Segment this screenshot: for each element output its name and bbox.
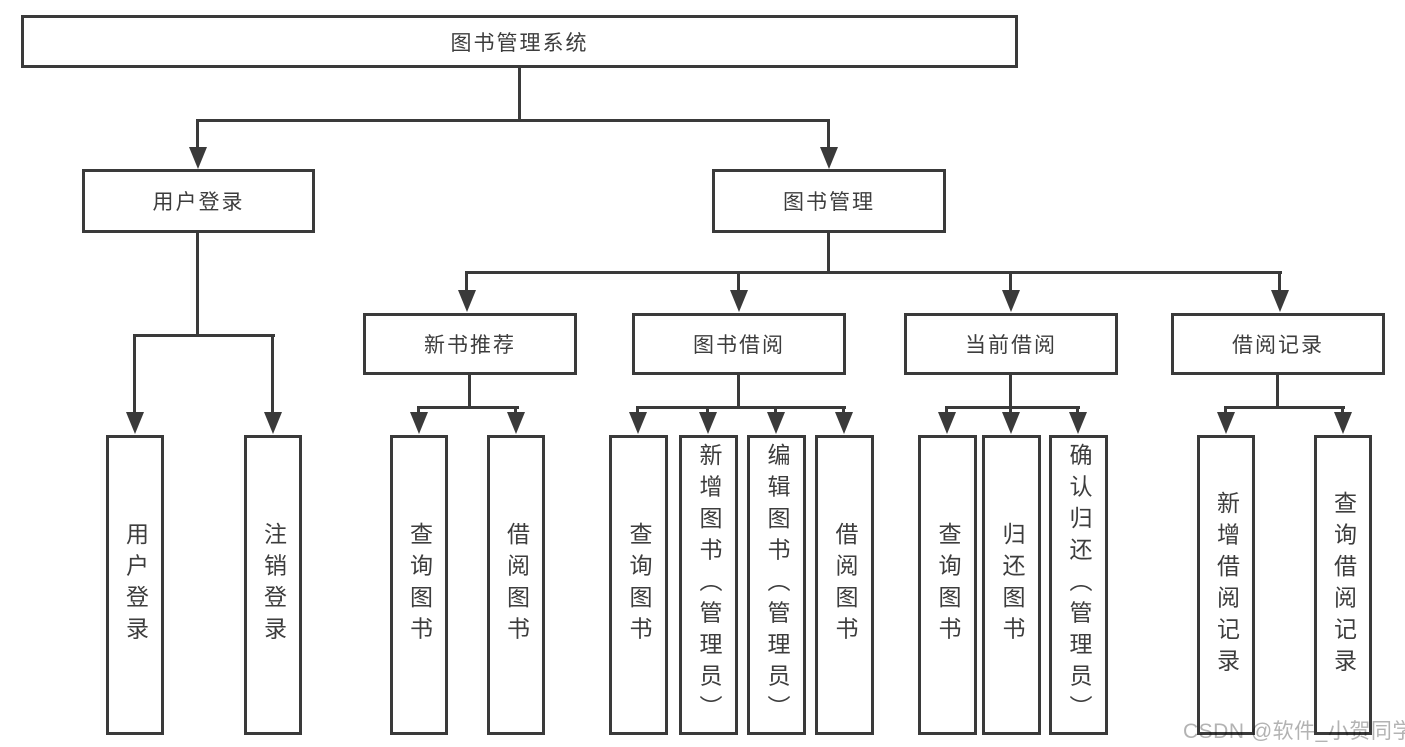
arrowhead-down-icon [1002, 412, 1020, 434]
leaf-label: 编辑图书（管理员） [764, 443, 790, 727]
node-label: 图书管理系统 [450, 31, 589, 55]
connector-line [1276, 375, 1279, 409]
node-user-login: 用户登录 [82, 169, 315, 233]
node-label: 借阅记录 [1232, 334, 1324, 357]
connector-line [945, 406, 1080, 409]
connector-line [514, 408, 517, 415]
arrowhead-down-icon [1334, 412, 1352, 434]
leaf-label: 归还图书 [999, 522, 1025, 648]
arrowhead-down-icon [189, 147, 207, 169]
arrowhead-down-icon [1271, 290, 1289, 312]
csdn-watermark: CSDN @软件_小贺同学 [1183, 720, 1405, 743]
connector-line [196, 119, 830, 122]
connector-line [417, 406, 519, 409]
node-current-borrow: 当前借阅 [904, 313, 1118, 375]
leaf-label: 借阅图书 [832, 522, 858, 648]
leaf-query-borrow-record: 查询借阅记录 [1314, 435, 1372, 735]
leaf-confirm-return-admin: 确认归还（管理员） [1049, 435, 1108, 735]
leaf-user-login: 用户登录 [106, 435, 164, 735]
connector-line [945, 408, 948, 415]
connector-line [196, 121, 199, 149]
leaf-label: 查询图书 [406, 522, 433, 648]
node-label: 图书借阅 [693, 334, 785, 357]
leaf-query-books-recommend: 查询图书 [390, 435, 448, 735]
connector-line [468, 375, 471, 409]
arrowhead-down-icon [507, 412, 525, 434]
arrowhead-down-icon [629, 412, 647, 434]
leaf-label: 用户登录 [122, 522, 149, 648]
arrowhead-down-icon [820, 147, 838, 169]
connector-line [1341, 408, 1344, 415]
arrowhead-down-icon [699, 412, 717, 434]
connector-line [636, 408, 639, 415]
connector-line [827, 233, 830, 274]
node-library-management-system: 图书管理系统 [21, 15, 1018, 68]
arrowhead-down-icon [1002, 290, 1020, 312]
leaf-return-books: 归还图书 [982, 435, 1041, 735]
connector-line [737, 375, 740, 409]
connector-line [737, 273, 740, 292]
leaf-borrow-books-recommend: 借阅图书 [487, 435, 545, 735]
connector-line [1224, 406, 1345, 409]
connector-line [1009, 273, 1012, 292]
arrowhead-down-icon [938, 412, 956, 434]
arrowhead-down-icon [126, 412, 144, 434]
leaf-label: 新增借阅记录 [1213, 490, 1240, 680]
leaf-label: 注销登录 [260, 522, 287, 648]
leaf-label: 查询借阅记录 [1330, 490, 1357, 680]
connector-line [1009, 375, 1012, 409]
leaf-label: 查询图书 [626, 522, 652, 648]
node-book-management: 图书管理 [712, 169, 946, 233]
leaf-add-borrow-record: 新增借阅记录 [1197, 435, 1255, 735]
connector-line [1076, 408, 1079, 415]
node-label: 新书推荐 [424, 334, 516, 357]
node-borrow-records: 借阅记录 [1171, 313, 1385, 375]
leaf-query-books-current: 查询图书 [918, 435, 977, 735]
node-book-borrow: 图书借阅 [632, 313, 846, 375]
arrowhead-down-icon [730, 290, 748, 312]
connector-line [518, 68, 521, 122]
node-label: 当前借阅 [965, 334, 1057, 357]
leaf-label: 借阅图书 [503, 522, 530, 648]
connector-line [196, 233, 199, 337]
arrowhead-down-icon [1217, 412, 1235, 434]
connector-line [417, 408, 420, 415]
arrowhead-down-icon [767, 412, 785, 434]
connector-line [465, 273, 468, 292]
arrowhead-down-icon [264, 412, 282, 434]
arrowhead-down-icon [835, 412, 853, 434]
connector-line [133, 336, 136, 414]
leaf-label: 新增图书（管理员） [696, 443, 722, 727]
connector-line [842, 408, 845, 415]
leaf-label: 查询图书 [935, 522, 961, 648]
leaf-query-books-borrow: 查询图书 [609, 435, 668, 735]
connector-line [1278, 273, 1281, 292]
connector-line [1224, 408, 1227, 415]
node-new-book-recommend: 新书推荐 [363, 313, 577, 375]
arrowhead-down-icon [410, 412, 428, 434]
node-label: 用户登录 [152, 191, 245, 214]
connector-line [636, 406, 846, 409]
leaf-add-book-admin: 新增图书（管理员） [679, 435, 738, 735]
connector-line [827, 121, 830, 149]
leaf-label: 确认归还（管理员） [1066, 443, 1092, 727]
leaf-edit-book-admin: 编辑图书（管理员） [747, 435, 806, 735]
connector-line [1009, 408, 1012, 415]
node-label: 图书管理 [783, 191, 875, 214]
connector-line [465, 271, 1282, 274]
connector-line [774, 408, 777, 415]
connector-line [133, 334, 275, 337]
arrowhead-down-icon [1069, 412, 1087, 434]
leaf-logout: 注销登录 [244, 435, 302, 735]
arrowhead-down-icon [458, 290, 476, 312]
connector-line [271, 336, 274, 414]
leaf-borrow-books-borrow: 借阅图书 [815, 435, 874, 735]
connector-line [706, 408, 709, 415]
